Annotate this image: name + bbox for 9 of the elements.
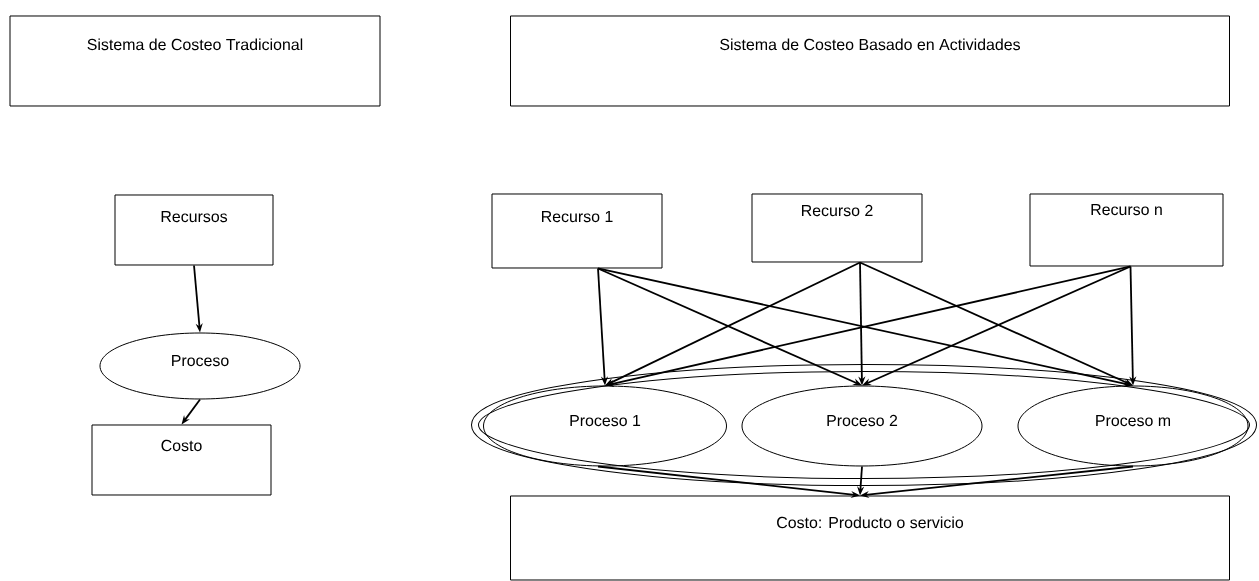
cost-box: Costo — [91, 424, 272, 496]
resource-box: Recursos — [114, 194, 274, 266]
group-ellipse — [471, 364, 1257, 486]
title-box: Sistema de Costeo Basado en Actividades — [510, 15, 1230, 107]
resource-box: Recurso 1 — [491, 193, 663, 269]
resource-box: Recurso n — [1029, 193, 1224, 267]
title-box: Sistema de Costeo Tradicional — [9, 15, 381, 107]
resource-box: Recurso 2 — [751, 193, 923, 263]
cost-box: Costo: Producto o servicio — [510, 495, 1230, 581]
